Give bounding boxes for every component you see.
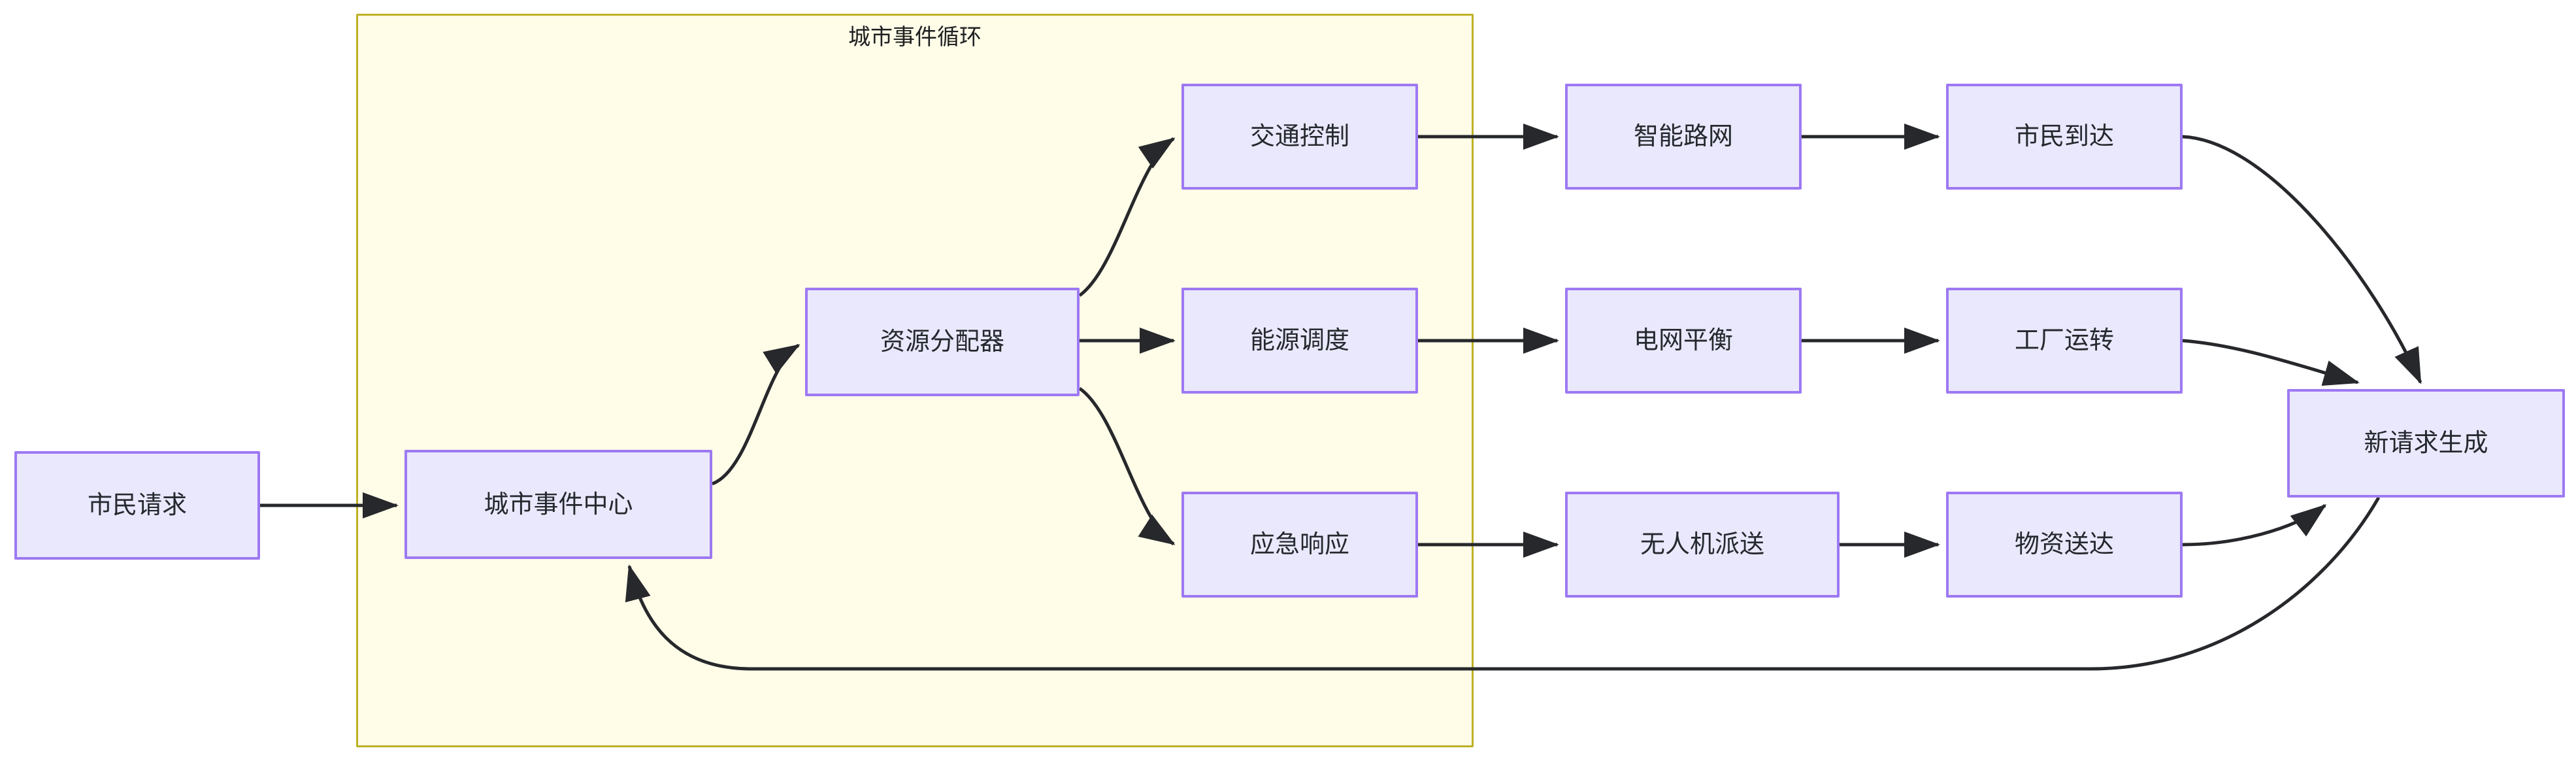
node-label-city-event-center: 城市事件中心 [484, 490, 633, 518]
node-energy-dispatch[interactable]: 能源调度 [1181, 288, 1418, 394]
node-label-citizen-request: 市民请求 [87, 492, 187, 519]
node-label-grid-balance: 电网平衡 [1633, 327, 1733, 354]
node-label-factory-running: 工厂运转 [2014, 327, 2114, 354]
node-drone-dispatch[interactable]: 无人机派送 [1565, 492, 1840, 598]
node-new-request-gen[interactable]: 新请求生成 [2287, 389, 2565, 498]
node-factory-running[interactable]: 工厂运转 [1946, 288, 2183, 394]
edge-factory-running-to-new-request-gen [2182, 339, 2360, 386]
node-supplies-delivered[interactable]: 物资送达 [1946, 492, 2183, 598]
node-city-event-center[interactable]: 城市事件中心 [405, 450, 712, 559]
edge-citizen-arrival-to-new-request-gen [2182, 135, 2422, 384]
node-citizen-request[interactable]: 市民请求 [14, 451, 260, 560]
node-label-citizen-arrival: 市民到达 [2014, 123, 2114, 150]
node-label-resource-allocator: 资源分配器 [880, 328, 1004, 356]
node-label-supplies-delivered: 物资送达 [2014, 531, 2114, 558]
node-label-energy-dispatch: 能源调度 [1249, 327, 1349, 354]
subgraph-title: 城市事件循环 [848, 25, 982, 50]
node-citizen-arrival[interactable]: 市民到达 [1946, 84, 2183, 190]
node-label-smart-road-network: 智能路网 [1633, 123, 1733, 150]
edge-supplies-delivered-to-new-request-gen [2182, 504, 2327, 547]
node-label-emergency-response: 应急响应 [1249, 531, 1349, 558]
node-label-new-request-gen: 新请求生成 [2364, 430, 2488, 457]
node-grid-balance[interactable]: 电网平衡 [1565, 288, 1802, 394]
node-label-drone-dispatch: 无人机派送 [1640, 531, 1764, 558]
node-smart-road-network[interactable]: 智能路网 [1565, 84, 1802, 190]
node-emergency-response[interactable]: 应急响应 [1181, 492, 1418, 598]
node-label-traffic-control: 交通控制 [1249, 123, 1349, 150]
node-traffic-control[interactable]: 交通控制 [1181, 84, 1418, 190]
node-resource-allocator[interactable]: 资源分配器 [805, 288, 1080, 396]
